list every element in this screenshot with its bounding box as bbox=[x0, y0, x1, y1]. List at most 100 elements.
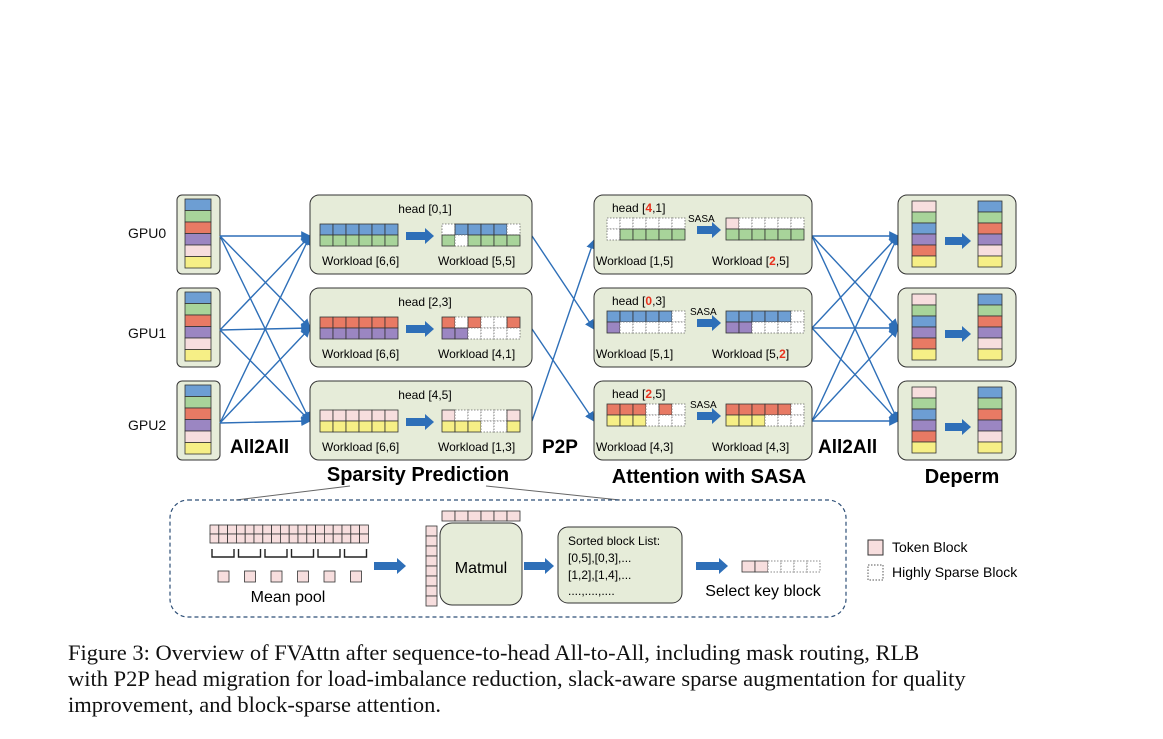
sorted-list-title: Sorted block List: bbox=[568, 534, 660, 548]
legend-sparse-label: Highly Sparse Block bbox=[892, 564, 1018, 580]
flow-arrow bbox=[696, 558, 728, 574]
query-block bbox=[425, 575, 438, 587]
detail-token-block bbox=[306, 533, 316, 544]
query-block bbox=[425, 585, 438, 597]
detail-token-block bbox=[315, 524, 325, 535]
detail-token-block bbox=[271, 524, 281, 535]
deperm-panels bbox=[897, 194, 1017, 461]
deperm-before-block bbox=[911, 222, 937, 235]
attention-before-block bbox=[671, 228, 686, 241]
sparsity-before-block bbox=[358, 316, 373, 329]
deperm-before-block bbox=[911, 244, 937, 257]
sparsity-before-block bbox=[384, 327, 399, 340]
detail-token-block bbox=[227, 524, 237, 535]
query-block bbox=[425, 525, 438, 537]
pooled-block bbox=[217, 570, 230, 583]
caption-line-2: with P2P head migration for load-imbalan… bbox=[68, 666, 966, 691]
sparsity-before-block bbox=[332, 327, 347, 340]
attention-workload1-1: Workload [5,1] bbox=[596, 347, 673, 361]
deperm-after-block bbox=[977, 211, 1003, 224]
attention-workload2-2: Workload [4,3] bbox=[712, 440, 789, 454]
sparsity-after-block bbox=[493, 223, 508, 236]
deperm-after-block bbox=[977, 419, 1003, 432]
detail-token-block bbox=[350, 524, 360, 535]
attention-before-block bbox=[606, 403, 621, 416]
sparsity-before-block bbox=[345, 223, 360, 236]
flow-arrow bbox=[697, 315, 721, 331]
gpu2-label: GPU2 bbox=[128, 417, 166, 433]
sorted-list-row-2: [1,2],[1,4],... bbox=[568, 568, 631, 582]
attention-after-block bbox=[738, 310, 753, 323]
key-block bbox=[506, 510, 521, 522]
attention-before-block bbox=[606, 321, 621, 334]
attention-before-block bbox=[658, 321, 673, 334]
sparsity-after-block bbox=[441, 316, 456, 329]
pool-bracket bbox=[264, 549, 288, 558]
deperm-after-block bbox=[977, 430, 1003, 443]
sparsity-head-0: head [0,1] bbox=[398, 202, 451, 216]
attention-before-block bbox=[658, 228, 673, 241]
sparsity-before-block bbox=[319, 409, 334, 422]
all2all-right-label: All2All bbox=[818, 437, 877, 458]
pooled-block bbox=[270, 570, 283, 583]
deperm-before-block bbox=[911, 397, 937, 410]
p2p-link bbox=[531, 239, 596, 422]
detail-token-block bbox=[262, 533, 272, 544]
sparsity-workload-after-2: Workload [1,3] bbox=[438, 440, 515, 454]
attention-workload1-2: Workload [4,3] bbox=[596, 440, 673, 454]
pooled-block bbox=[323, 570, 336, 583]
attention-after-block bbox=[764, 228, 779, 241]
detail-token-block bbox=[253, 524, 264, 535]
detail-token-block bbox=[218, 524, 229, 535]
detail-token-block bbox=[306, 524, 316, 535]
legend-token-label: Token Block bbox=[892, 539, 968, 555]
attention-after-block bbox=[777, 403, 792, 416]
attention-after-block bbox=[764, 217, 779, 230]
sparsity-before-block bbox=[332, 234, 347, 247]
attention-after-block bbox=[725, 228, 740, 241]
attention-after-block bbox=[751, 321, 766, 334]
query-column bbox=[425, 525, 438, 607]
detail-token-block bbox=[262, 524, 272, 535]
key-block bbox=[493, 510, 508, 522]
gpu-token-stacks bbox=[184, 198, 212, 455]
sparsity-after-block bbox=[467, 234, 482, 247]
p2p-link bbox=[531, 328, 595, 422]
detail-token-block bbox=[209, 524, 220, 535]
attention-before-block bbox=[632, 414, 647, 427]
detail-token-block bbox=[350, 533, 360, 544]
attention-before-block bbox=[632, 228, 647, 241]
all2all-left-label: All2All bbox=[230, 437, 289, 458]
gpu-block bbox=[184, 407, 212, 420]
flow-arrow bbox=[697, 222, 721, 238]
sparsity-before-block bbox=[371, 234, 386, 247]
attention-before-block bbox=[619, 228, 634, 241]
attention-after-block bbox=[777, 310, 792, 323]
attention-before-block bbox=[632, 310, 647, 323]
sparsity-workload-before-1: Workload [6,6] bbox=[322, 347, 399, 361]
sorted-list-row-1: [0,5],[0,3],... bbox=[568, 551, 631, 565]
attention-before-block bbox=[671, 217, 686, 230]
deperm-after-block bbox=[977, 222, 1003, 235]
sparsity-before-block bbox=[345, 316, 360, 329]
key-block bbox=[467, 510, 482, 522]
sparsity-after-block bbox=[480, 316, 495, 329]
caption-line-1: Figure 3: Overview of FVAttn after seque… bbox=[68, 640, 920, 665]
sparsity-after-block bbox=[454, 316, 469, 329]
gpu-block bbox=[184, 303, 212, 316]
sparsity-after-block bbox=[480, 420, 495, 433]
gpu-block bbox=[184, 210, 212, 223]
attention-before-block bbox=[645, 403, 660, 416]
attention-head-2: head [2,5] bbox=[612, 387, 665, 401]
deperm-before-block bbox=[911, 419, 937, 432]
selected-block bbox=[754, 560, 769, 573]
attention-after-block bbox=[751, 228, 766, 241]
selected-block bbox=[780, 560, 795, 573]
deperm-before-block bbox=[911, 293, 937, 306]
detail-token-block bbox=[244, 533, 255, 544]
p2p-link bbox=[531, 235, 595, 330]
attention-before-block bbox=[671, 310, 686, 323]
attention-before-block bbox=[658, 310, 673, 323]
sparsity-after-block bbox=[480, 234, 495, 247]
sparsity-before-block bbox=[319, 327, 334, 340]
